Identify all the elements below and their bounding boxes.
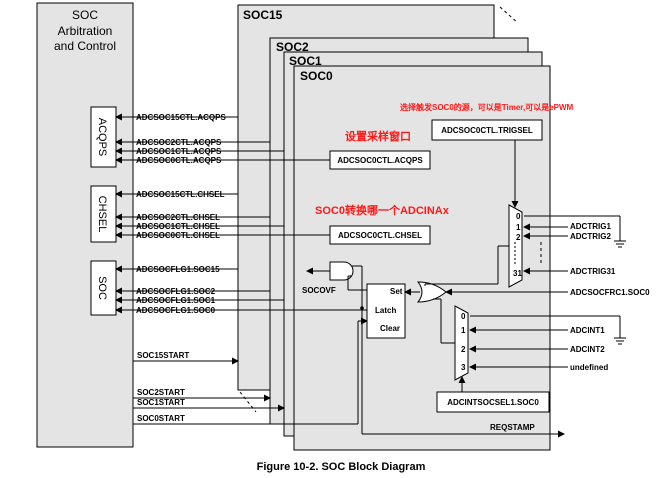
- latch-set-label: Set: [390, 287, 403, 296]
- chsel-wires: [115, 190, 330, 239]
- signal-acqps-15: ADCSOC15CTL.ACQPS: [136, 113, 226, 122]
- signal-acqps-0: ADCSOC0CTL.ACQPS: [136, 156, 222, 165]
- intsel-register-label: ADCINTSOCSEL1.SOC0: [447, 398, 539, 407]
- stack-dashes-bottom: [239, 391, 257, 413]
- acqps-register-box: [329, 150, 431, 170]
- acqps-label: ACQPS: [96, 118, 108, 157]
- figure-caption: Figure 10-2. SOC Block Diagram: [257, 461, 426, 473]
- interrupt-mux-in-3: 3: [461, 363, 466, 372]
- chsel-label: CHSEL: [96, 196, 108, 233]
- adctrig1-label: ADCTRIG1: [570, 222, 611, 231]
- acqps-box: [90, 106, 117, 168]
- soc-box: [90, 260, 117, 316]
- trigger-note: 选择触发SOC0的源，可以是Timer,可以是ePWM: [400, 102, 574, 112]
- socovf-label: SOCOVF: [302, 286, 336, 295]
- signal-chsel-1: ADCSOC1CTL.CHSEL: [136, 222, 220, 231]
- chsel-register-label: ADCSOC0CTL.CHSEL: [338, 231, 422, 240]
- trigger-mux-in-31: 31: [513, 269, 522, 278]
- acqps-wires: [115, 113, 330, 164]
- signal-chsel-2: ADCSOC2CTL.CHSEL: [136, 213, 220, 222]
- adctrig2-label: ADCTRIG2: [570, 232, 611, 241]
- interrupt-mux: [454, 305, 469, 381]
- signal-soc15start: SOC15START: [137, 351, 189, 360]
- adcint2-label: ADCINT2: [570, 345, 605, 354]
- signal-socflg-0: ADCSOCFLG1.SOC0: [136, 306, 216, 315]
- trigger-mux-in-0: 0: [516, 212, 521, 221]
- undefined-label: undefined: [570, 363, 608, 372]
- arbitration-line2: Arbitration: [58, 24, 113, 38]
- signal-socflg-1: ADCSOCFLG1.SOC1: [136, 296, 216, 305]
- adctrig31-label: ADCTRIG31: [570, 267, 616, 276]
- interrupt-mux-in-2: 2: [461, 345, 466, 354]
- layer-soc2-label: SOC2: [276, 40, 309, 54]
- interrupt-mux-in-1: 1: [461, 326, 466, 335]
- signal-acqps-2: ADCSOC2CTL.ACQPS: [136, 138, 222, 147]
- trigsel-register-label: ADCSOC0CTL.TRIGSEL: [441, 126, 533, 135]
- and-gate: [329, 261, 354, 281]
- socflg-wires: [115, 265, 367, 314]
- signal-chsel-0: ADCSOC0CTL.CHSEL: [136, 231, 220, 240]
- arbitration-title: SOC: [72, 8, 98, 22]
- intsel-register-box: [436, 391, 550, 413]
- latch-box: [366, 283, 406, 339]
- reqstamp-label: REQSTAMP: [490, 423, 535, 432]
- adcint1-label: ADCINT1: [570, 326, 605, 335]
- layer-soc15-label: SOC15: [243, 8, 283, 22]
- trigsel-register-box: [431, 119, 543, 141]
- signal-acqps-1: ADCSOC1CTL.ACQPS: [136, 147, 222, 156]
- signal-socflg-15: ADCSOCFLG1.SOC15: [136, 265, 220, 274]
- signal-chsel-15: ADCSOC15CTL.CHSEL: [136, 190, 225, 199]
- latch-label: Latch: [375, 306, 396, 315]
- trigger-mux-in-1: 1: [516, 223, 521, 232]
- acq-window-note: 设置采样窗口: [345, 129, 411, 143]
- interrupt-mux-in-0: 0: [461, 312, 466, 321]
- arbitration-line3: and Control: [54, 39, 116, 53]
- soc-label: SOC: [96, 276, 108, 300]
- chsel-note: SOC0转换哪一个ADCINAx: [315, 203, 450, 217]
- start-wires: [133, 317, 368, 425]
- latch-clear-label: Clear: [380, 324, 400, 333]
- layer-soc0-label: SOC0: [300, 69, 333, 83]
- signal-soc1start: SOC1START: [137, 398, 185, 407]
- chsel-box: [90, 185, 117, 243]
- arbitration-block: [36, 2, 134, 448]
- acqps-register-label: ADCSOC0CTL.ACQPS: [337, 156, 423, 165]
- signal-soc2start: SOC2START: [137, 388, 185, 397]
- adcsocfrc-label: ADCSOCFRC1.SOC0: [570, 288, 650, 297]
- trigger-mux-in-2: 2: [516, 233, 521, 242]
- chsel-register-box: [329, 225, 431, 245]
- layer-soc1-label: SOC1: [289, 54, 322, 68]
- stack-dashes-top: [499, 6, 519, 24]
- signal-soc0start: SOC0START: [137, 414, 185, 423]
- signal-socflg-2: ADCSOCFLG1.SOC2: [136, 287, 216, 296]
